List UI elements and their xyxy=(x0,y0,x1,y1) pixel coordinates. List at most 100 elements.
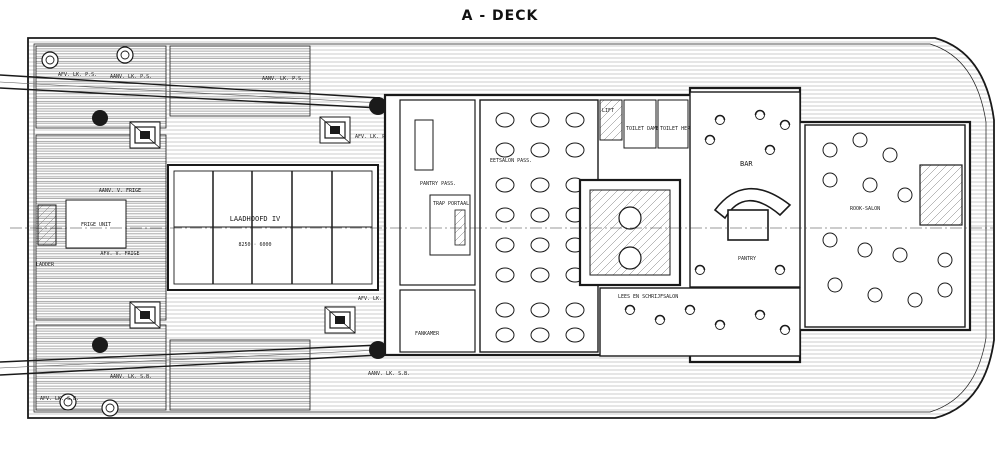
dining-table-icon xyxy=(530,302,550,318)
aanv-v-frige-label: AANV. V. FRIGE xyxy=(99,188,141,194)
armchair-icon xyxy=(754,309,766,321)
vent-label: AFV. LK. P.S. xyxy=(58,72,97,78)
lounge-table-icon xyxy=(907,292,923,308)
dining-table-icon xyxy=(530,267,550,283)
lounge-table-icon xyxy=(937,282,953,298)
vent-label: AFV. LK. S.B. xyxy=(358,296,397,302)
lounge-table-icon xyxy=(937,252,953,268)
derrick-post-icon xyxy=(369,341,387,359)
armchair-icon xyxy=(654,314,666,326)
dining-table-icon xyxy=(495,112,515,128)
toilet-heren-room xyxy=(657,99,689,149)
lounge-table-icon xyxy=(857,242,873,258)
funnel-casing-icon xyxy=(618,246,642,270)
bollard-icon xyxy=(101,399,119,417)
ladder-label: LADDER xyxy=(36,262,55,268)
stair-icon xyxy=(454,209,466,246)
lounge-table-icon xyxy=(867,287,883,303)
lounge-table-icon xyxy=(822,142,838,158)
cargo-hatch-label: LAADHOOFD IV xyxy=(230,215,281,223)
lounge-table-icon xyxy=(822,172,838,188)
dining-table-icon xyxy=(495,177,515,193)
bar-back xyxy=(727,209,769,241)
lounge-table-icon xyxy=(862,177,878,193)
toilet-dames-label: TOILET DAMES xyxy=(626,126,662,132)
winch-icon xyxy=(324,306,356,334)
toilet-dames-room xyxy=(623,99,657,149)
dining-table-icon xyxy=(530,112,550,128)
armchair-icon xyxy=(624,304,636,316)
toilet-heren-label: TOILET HEREN xyxy=(660,126,696,132)
armchair-icon xyxy=(754,109,766,121)
aft-deck-panel xyxy=(169,45,311,117)
dining-table-icon xyxy=(530,142,550,158)
armchair-icon xyxy=(779,119,791,131)
pantry-pass-label: PANTRY PASS. xyxy=(420,181,456,187)
lounge-table-icon xyxy=(882,147,898,163)
dining-table-icon xyxy=(565,302,585,318)
winch-icon xyxy=(129,301,161,329)
dining-table-icon xyxy=(495,267,515,283)
dining-table-icon xyxy=(565,327,585,343)
winch-icon xyxy=(319,116,351,144)
pantry-counter xyxy=(414,119,434,171)
derrick-boom-port xyxy=(0,74,381,109)
eetsalon-label: EETSALON PASS. xyxy=(490,158,532,164)
drawing-title: A - DECK xyxy=(462,8,539,24)
frige-unit-label: FRIGE UNIT xyxy=(81,222,111,228)
armchair-icon xyxy=(714,319,726,331)
lounge-table-icon xyxy=(852,132,868,148)
lounge-table-icon xyxy=(897,187,913,203)
vent-label: AANV. LK. P.S. xyxy=(110,74,152,80)
pantry-label: PANTRY xyxy=(738,256,756,262)
aft-ladder xyxy=(37,204,57,246)
armchair-icon xyxy=(779,324,791,336)
lounge-table-icon xyxy=(822,232,838,248)
pantry-pass-room xyxy=(399,99,476,286)
vent-label: AANV. LK. S.B. xyxy=(368,371,410,377)
dining-table-icon xyxy=(495,302,515,318)
dining-table-icon xyxy=(530,327,550,343)
afv-v-frige-label: AFV. V. FRIGE xyxy=(100,251,139,257)
derrick-post-icon xyxy=(369,97,387,115)
derrick-boom-starboard xyxy=(0,344,381,376)
fankamer-room xyxy=(399,289,476,353)
bar-label: BAR xyxy=(740,160,753,168)
vent-label: AANV. LK. S.B. xyxy=(110,374,152,380)
vent-label: AFV. LK. S.B. xyxy=(40,396,79,402)
bar-counter xyxy=(713,187,792,220)
vent-label: AFV. LK. P.S. xyxy=(355,134,394,140)
bollard-icon xyxy=(116,46,134,64)
dining-table-icon xyxy=(530,237,550,253)
rooksalon-label: ROOK-SALON xyxy=(850,206,880,212)
lees-schrijfsalon-label: LEES EN SCHRIJFSALON xyxy=(618,294,678,300)
cargo-hatch: LAADHOOFD IV 8250 · 6000 xyxy=(167,164,379,291)
lounge-table-icon xyxy=(892,247,908,263)
funnel-casing-icon xyxy=(618,206,642,230)
hull-inner-line xyxy=(33,43,987,413)
dining-table-icon xyxy=(530,177,550,193)
trap-portaal-label: TRAP PORTAAL xyxy=(433,201,469,207)
armchair-icon xyxy=(714,114,726,126)
dining-table-icon xyxy=(495,142,515,158)
lounge-table-icon xyxy=(827,277,843,293)
dining-table-icon xyxy=(565,112,585,128)
forward-stair xyxy=(919,164,963,226)
bollard-icon xyxy=(41,51,59,69)
frige-unit xyxy=(65,199,127,249)
dining-table-icon xyxy=(495,327,515,343)
fankamer-label: FANKAMER xyxy=(415,331,440,337)
armchair-icon xyxy=(774,264,786,276)
aft-deck-panel xyxy=(169,339,311,411)
cargo-hatch-dims: 8250 · 6000 xyxy=(238,242,271,248)
dining-table-icon xyxy=(495,237,515,253)
derrick-post-icon xyxy=(92,110,108,126)
dining-table-icon xyxy=(530,207,550,223)
armchair-icon xyxy=(694,264,706,276)
dining-table-icon xyxy=(495,207,515,223)
winch-icon xyxy=(129,121,161,149)
derrick-post-icon xyxy=(92,337,108,353)
dining-table-icon xyxy=(565,142,585,158)
lift xyxy=(599,99,623,141)
vent-label: AANV. LK. P.S. xyxy=(262,76,304,82)
